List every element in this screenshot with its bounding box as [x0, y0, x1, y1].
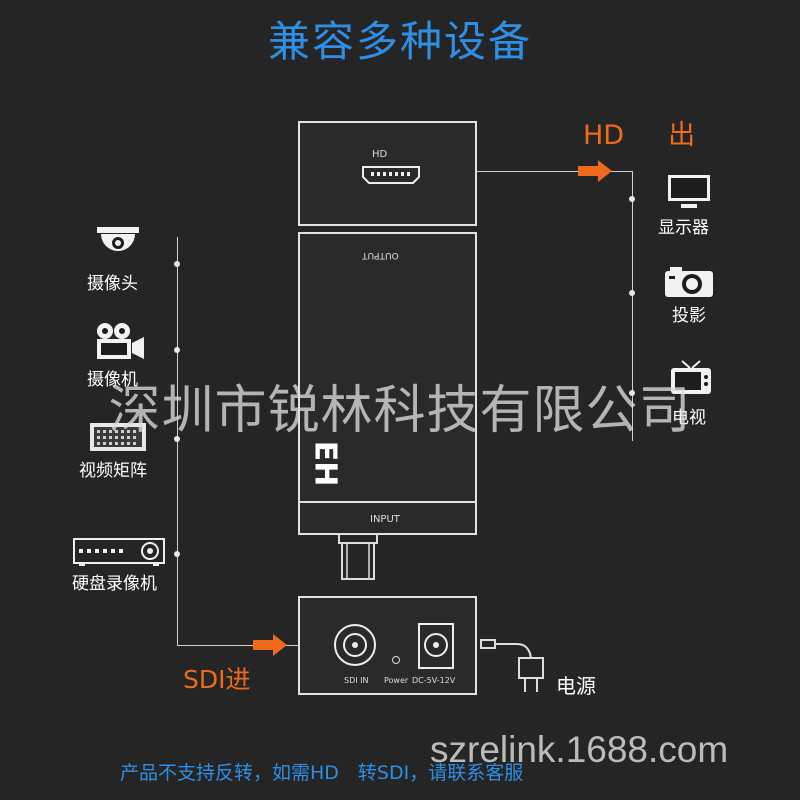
arrow-right-icon: [253, 634, 287, 660]
hd-output-line-h: [477, 171, 632, 172]
hd-port-label: HD: [372, 149, 388, 160]
sdi-input-line-h: [177, 645, 298, 646]
hd-output-label: HD 出: [583, 113, 695, 152]
sdi-input-label: SDI进: [183, 665, 251, 694]
hd-output-prefix: HD: [583, 120, 625, 151]
power-led-label: Power: [384, 676, 409, 685]
tv-icon: [670, 360, 712, 402]
junction-dot: [629, 196, 635, 202]
video-camera-icon: [95, 322, 145, 364]
input-panel: SDI IN Power DC-5V-12V: [298, 596, 477, 695]
input-side-label: INPUT: [370, 514, 400, 525]
junction-dot: [174, 551, 180, 557]
device-label-dome-camera: 摄像头: [87, 274, 138, 294]
junction-dot: [174, 261, 180, 267]
device-label-monitor: 显示器: [658, 218, 709, 238]
hdmi-port-icon: [361, 165, 421, 189]
camera-icon: [664, 266, 714, 302]
dc-voltage-label: DC-5V-12V: [412, 676, 456, 685]
brand-logo: EH: [307, 440, 343, 487]
device-label-tv: 电视: [672, 408, 706, 428]
device-label-dvr: 硬盘录像机: [72, 574, 157, 594]
footer-note: 产品不支持反转，如需HD 转SDI，请联系客服: [120, 762, 524, 784]
bnc-connector: [335, 532, 381, 585]
power-led: [392, 656, 400, 664]
power-source-label: 电源: [556, 674, 596, 698]
hd-output-panel: HD: [298, 121, 477, 226]
junction-dot: [629, 290, 635, 296]
hd-output-line-v: [632, 171, 633, 441]
monitor-icon: [667, 174, 711, 214]
sdi-bnc-port: [333, 623, 377, 671]
dome-camera-icon: [96, 226, 140, 264]
converter-body: OUTPUT EH INPUT: [298, 232, 477, 535]
power-plug-icon: [477, 636, 552, 700]
junction-dot: [174, 436, 180, 442]
device-label-projector: 投影: [672, 306, 706, 326]
device-label-video-camera: 摄像机: [87, 370, 138, 390]
body-divider: [300, 501, 475, 503]
hd-output-suffix: 出: [668, 120, 696, 151]
url-watermark: szrelink.1688.com: [430, 729, 729, 770]
arrow-right-icon: [578, 160, 612, 186]
dvr-icon: [73, 538, 165, 570]
video-matrix-icon: [89, 422, 147, 456]
junction-dot: [629, 390, 635, 396]
dc-jack: [418, 623, 454, 673]
junction-dot: [174, 347, 180, 353]
device-label-video-matrix: 视频矩阵: [79, 461, 147, 481]
company-watermark: 深圳市锐林科技有限公司: [108, 381, 692, 441]
sdi-in-label: SDI IN: [344, 676, 369, 685]
page-title: 兼容多种设备: [267, 17, 532, 66]
output-side-label: OUTPUT: [362, 250, 399, 260]
